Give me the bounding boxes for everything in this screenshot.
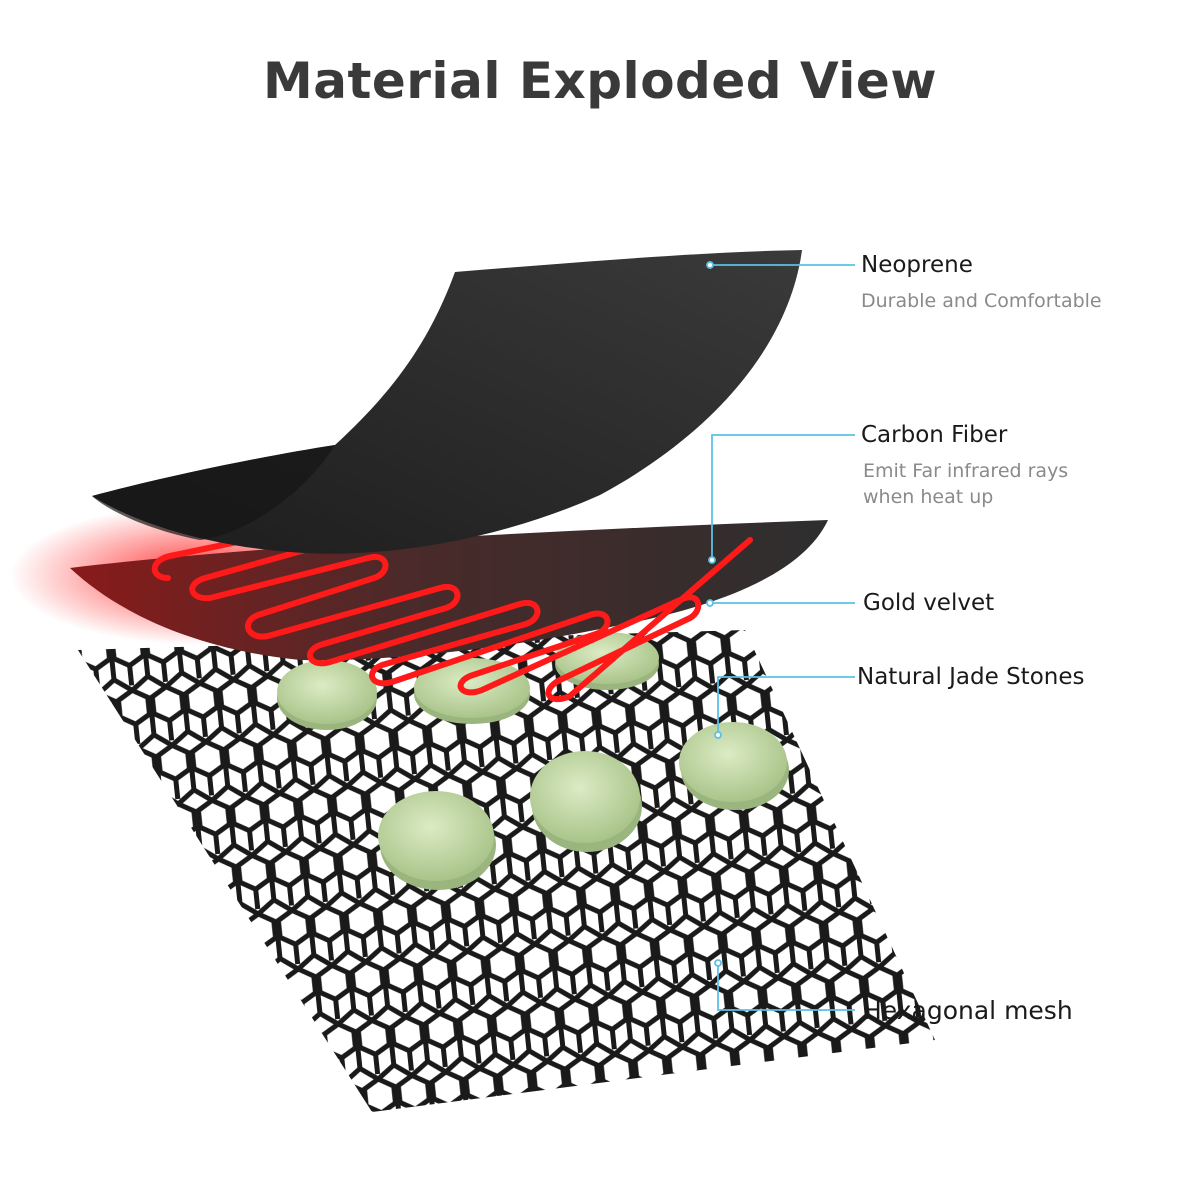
- neoprene-layer: [92, 250, 802, 554]
- page-title: Material Exploded View: [262, 52, 938, 110]
- desc-carbon-fiber-line-2: when heat up: [863, 486, 994, 508]
- desc-carbon-fiber-line-1: Emit Far infrared rays: [863, 460, 1069, 482]
- label-hexagonal-mesh: Hexagonal mesh: [863, 996, 1073, 1025]
- leader-dot-gold-velvet: [706, 599, 714, 607]
- label-carbon-fiber: Carbon Fiber: [861, 422, 1008, 448]
- leader-lines: [706, 261, 855, 1011]
- carbon-fiber-layer: [151, 524, 753, 703]
- leader-dot-hex-mesh: [714, 959, 722, 967]
- jade-stone: [277, 660, 377, 730]
- label-gold-velvet: Gold velvet: [863, 590, 995, 616]
- leader-dot-carbon-fiber: [708, 556, 716, 564]
- leader-dot-jade-stones: [714, 731, 722, 739]
- hexagonal-mesh-layer: [78, 630, 935, 1112]
- leader-dot-neoprene: [706, 261, 714, 269]
- jade-stone: [679, 722, 789, 810]
- leader-line-jade-stones: [717, 676, 855, 735]
- label-neoprene: Neoprene: [861, 252, 973, 278]
- leader-line-hex-mesh: [717, 963, 855, 1011]
- desc-neoprene: Durable and Comfortable: [861, 290, 1102, 312]
- leader-line-carbon-fiber: [711, 434, 855, 560]
- jade-stone: [378, 791, 496, 890]
- label-natural-jade-stones: Natural Jade Stones: [857, 664, 1085, 690]
- jade-stone: [530, 751, 642, 852]
